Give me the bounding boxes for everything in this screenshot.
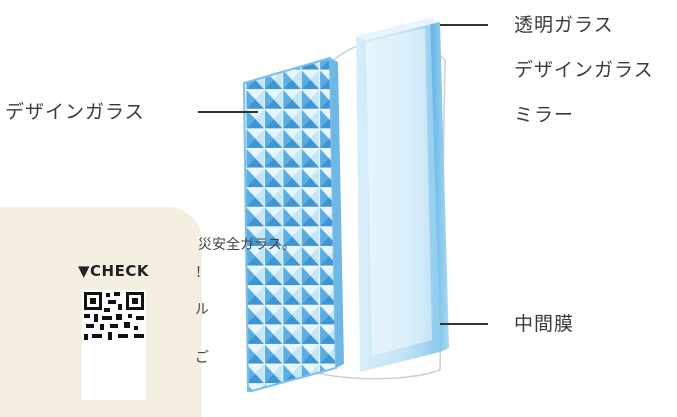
card-text-line-2: ！ [195,265,209,281]
card-text-line-4: ご [195,350,209,366]
laminated-glass-diagram: 透明ガラス デザインガラス ミラー デザインガラス 中間膜 災安全ガラス。 ！ … [0,14,654,417]
glass-illustration [242,18,449,392]
check-heading-visible: ▼CHECK [78,262,149,280]
back-glass-pane [356,18,449,372]
label-left-design-glass: デザインガラス [5,101,145,123]
card-text-line-3: ル [195,302,209,318]
leader-line-interlayer [440,323,488,325]
label-clear-glass: 透明ガラス [514,14,614,36]
leader-line-design-glass [198,111,258,113]
leader-line-clear-glass [440,24,488,26]
card-text-line-1: 災安全ガラス。 [198,237,296,253]
front-design-glass-pane [242,56,344,392]
label-mirror: ミラー [514,104,575,126]
label-design-glass: デザインガラス [514,59,654,81]
qr-code-icon[interactable] [82,290,146,400]
label-interlayer: 中間膜 [514,313,575,335]
